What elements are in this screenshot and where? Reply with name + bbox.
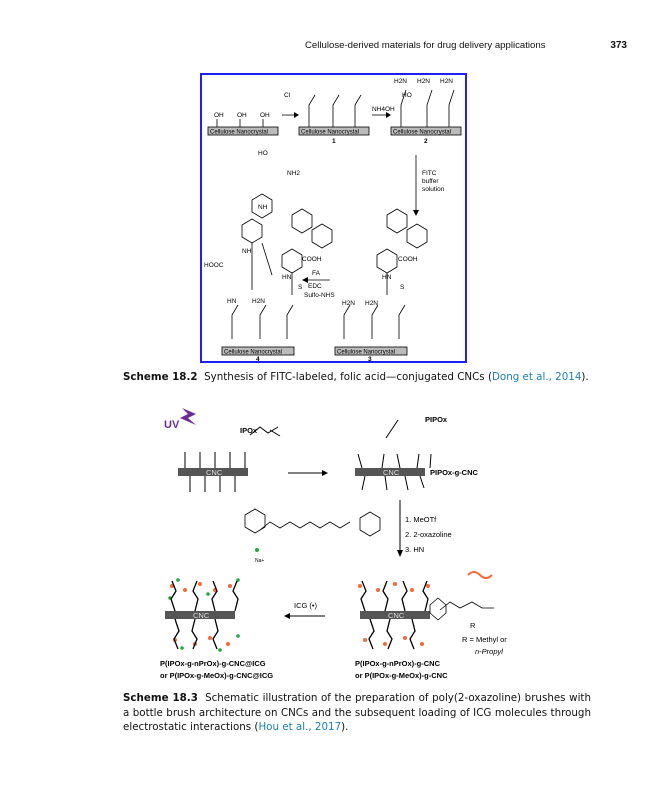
- step-2: 2. 2-oxazoline: [405, 530, 452, 539]
- label-oh: OH: [260, 112, 270, 119]
- scheme-18-3-figure: UV IPOx PIPOx CNC CNC CNC CNC PIPOx-g-CN…: [150, 400, 530, 680]
- label-nh4oh: NH4OH: [372, 106, 395, 113]
- r-definition-2: n-Propyl: [475, 647, 503, 656]
- label-cooh: COOH: [398, 256, 418, 263]
- step-3: 3. HN: [405, 545, 424, 554]
- label-nh: NH: [242, 248, 252, 255]
- cnc-label: Cellulose Nanocrystal: [337, 350, 395, 356]
- reagent-solution: solution: [422, 186, 445, 193]
- cnc-label: Cellulose Nanocrystal: [224, 350, 282, 356]
- label-nh: NH: [258, 204, 268, 211]
- r-definition: R = Methyl or: [462, 635, 507, 644]
- label-hn: HN: [227, 298, 237, 305]
- label-hooc: HOOC: [204, 262, 224, 269]
- label-s: S: [298, 284, 303, 291]
- cnc-label: CNC: [206, 468, 223, 477]
- reagent-fa: FA: [312, 270, 321, 277]
- scheme-18-2-figure: OH OH OH Cl NH4OH H2N H2N H2N HO Cellulo…: [200, 73, 467, 363]
- citation-link[interactable]: Hou et al., 2017: [258, 721, 342, 733]
- caption-end: ).: [341, 721, 349, 733]
- cnc-label: Cellulose Nanocrystal: [393, 130, 451, 136]
- label-ho: HO: [258, 150, 268, 157]
- label-h2n: H2N: [252, 298, 265, 305]
- product-left-alt: or P(IPOx-g-MeOx)-g-CNC@ICG: [160, 671, 273, 680]
- caption-text: Synthesis of FITC-labeled, folic acid—co…: [204, 371, 492, 383]
- page-number: 373: [610, 40, 627, 51]
- label-h2n: H2N: [365, 300, 378, 307]
- cnc-label: CNC: [388, 611, 405, 620]
- product-right-name: P(IPOx-g-nPrOx)-g-CNC: [355, 659, 441, 668]
- label-oh: OH: [214, 112, 224, 119]
- label-ho: HO: [402, 92, 412, 99]
- label-oh: OH: [237, 112, 247, 119]
- running-title: Cellulose-derived materials for drug del…: [305, 40, 546, 51]
- label-h2n: H2N: [440, 78, 453, 85]
- caption-label: Scheme 18.2: [123, 371, 198, 383]
- caption-label: Scheme 18.3: [123, 692, 198, 704]
- pipox-g-cnc-label: PIPOx-g-CNC: [430, 468, 479, 477]
- label-s: S: [400, 284, 405, 291]
- product-right-alt: or P(IPOx-g-MeOx)-g-CNC: [355, 671, 448, 680]
- reagent-edc: EDC: [308, 283, 322, 290]
- label-h2n: H2N: [394, 78, 407, 85]
- na-label: Na+: [255, 558, 264, 564]
- label-cooh: COOH: [302, 256, 322, 263]
- compound-4: 4: [256, 356, 260, 361]
- product-left-name: P(IPOx-g-nPrOx)-g-CNC@ICG: [160, 659, 266, 668]
- ipox-label: IPOx: [240, 426, 258, 435]
- step-1: 1. MeOTf: [405, 515, 437, 524]
- label-hn: HN: [382, 274, 392, 281]
- r-label: R: [470, 621, 476, 630]
- label-hn: HN: [282, 274, 292, 281]
- label-h2n: H2N: [342, 300, 355, 307]
- caption-end: ).: [581, 371, 589, 383]
- icg-label: ICG (•): [294, 601, 318, 610]
- compound-3: 3: [368, 356, 372, 361]
- compound-1: 1: [332, 138, 336, 145]
- reagent-buffer: buffer: [422, 178, 439, 185]
- uv-label: UV: [164, 419, 180, 431]
- pipox-label: PIPOx: [425, 415, 448, 424]
- citation-link[interactable]: Dong et al., 2014: [491, 371, 582, 383]
- scheme-18-2-caption: Scheme 18.2 Synthesis of FITC-labeled, f…: [123, 370, 591, 385]
- running-header: Cellulose-derived materials for drug del…: [305, 40, 627, 51]
- cnc-label: Cellulose Nanocrystal: [210, 130, 268, 136]
- reagent-sulfo-nhs: Sulfo-NHS: [304, 292, 335, 299]
- compound-2: 2: [424, 138, 428, 145]
- brush-chains: [168, 548, 430, 652]
- label-h2n: H2N: [417, 78, 430, 85]
- label-cl: Cl: [284, 92, 291, 99]
- caption-text: Schematic illustration of the preparatio…: [123, 692, 591, 733]
- cnc-label: Cellulose Nanocrystal: [301, 130, 359, 136]
- cnc-label: CNC: [193, 611, 210, 620]
- reagent-fitc: FITC: [422, 170, 437, 177]
- cnc-label: CNC: [383, 468, 400, 477]
- scheme-18-3-caption: Scheme 18.3 Schematic illustration of th…: [123, 691, 591, 735]
- label-nh2: NH2: [287, 170, 300, 177]
